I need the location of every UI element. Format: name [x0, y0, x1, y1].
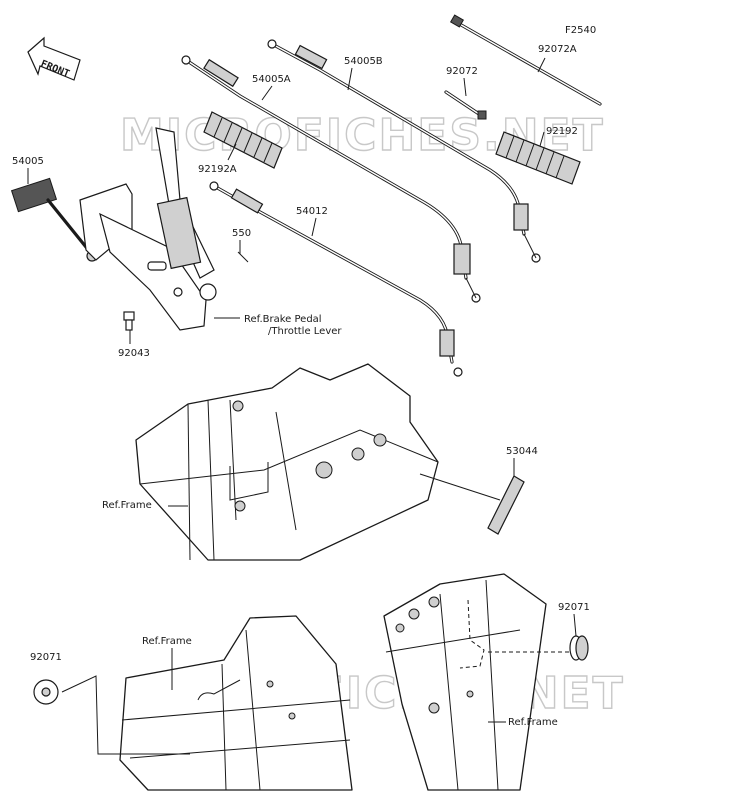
leader-92192A	[227, 143, 237, 161]
label-92071-left: 92071	[30, 652, 62, 663]
leader-53044-frame	[419, 473, 501, 501]
label-92192: 92192	[546, 126, 578, 137]
part-54012-cable	[209, 181, 463, 377]
part-54005B-cable	[267, 39, 541, 263]
label-550: 550	[232, 228, 251, 239]
leader-92071-left	[61, 675, 190, 755]
ref-brake-line-1: Ref.Brake Pedal	[244, 314, 322, 325]
part-92071-right-grommet	[569, 635, 589, 661]
leader-54005A	[261, 85, 273, 101]
part-92072A-cable-tie	[449, 14, 602, 106]
ref-frame-1: Ref.Frame	[102, 500, 152, 511]
leader-92072	[463, 77, 467, 97]
frame-bottom-left	[119, 615, 353, 791]
label-92071-right: 92071	[558, 602, 590, 613]
brake-pedal-assembly	[79, 127, 249, 331]
part-92072-cable-tie	[444, 90, 487, 120]
part-92192-grip	[495, 131, 581, 185]
frame-bottom-right	[383, 573, 547, 791]
label-92192A: 92192A	[198, 164, 237, 175]
ref-frame-3: Ref.Frame	[508, 717, 558, 728]
part-54005A-cable	[181, 55, 481, 303]
label-54005: 54005	[12, 156, 44, 167]
ref-brake-line-2: /Throttle Lever	[268, 326, 342, 337]
leader-92192	[539, 131, 545, 147]
label-92043: 92043	[118, 348, 150, 359]
diagram-code: F2540	[565, 25, 596, 36]
label-53044: 53044	[506, 446, 538, 457]
label-54005B: 54005B	[344, 56, 383, 67]
label-54005A: 54005A	[252, 74, 291, 85]
leader-92072A	[537, 57, 546, 73]
front-arrow-icon: FRONT	[27, 36, 81, 81]
label-54012: 54012	[296, 206, 328, 217]
ref-frame-2: Ref.Frame	[142, 636, 192, 647]
part-92043-bolt	[123, 311, 135, 331]
leader-92071-right	[573, 613, 577, 637]
part-92071-left-grommet	[33, 679, 59, 705]
part-53044-pad	[487, 475, 525, 535]
leader-54005B	[347, 67, 353, 91]
frame-middle	[135, 363, 439, 561]
label-92072A: 92072A	[538, 44, 577, 55]
leader-54012	[311, 217, 317, 237]
label-92072: 92072	[446, 66, 478, 77]
part-92192A-grip	[203, 111, 283, 169]
